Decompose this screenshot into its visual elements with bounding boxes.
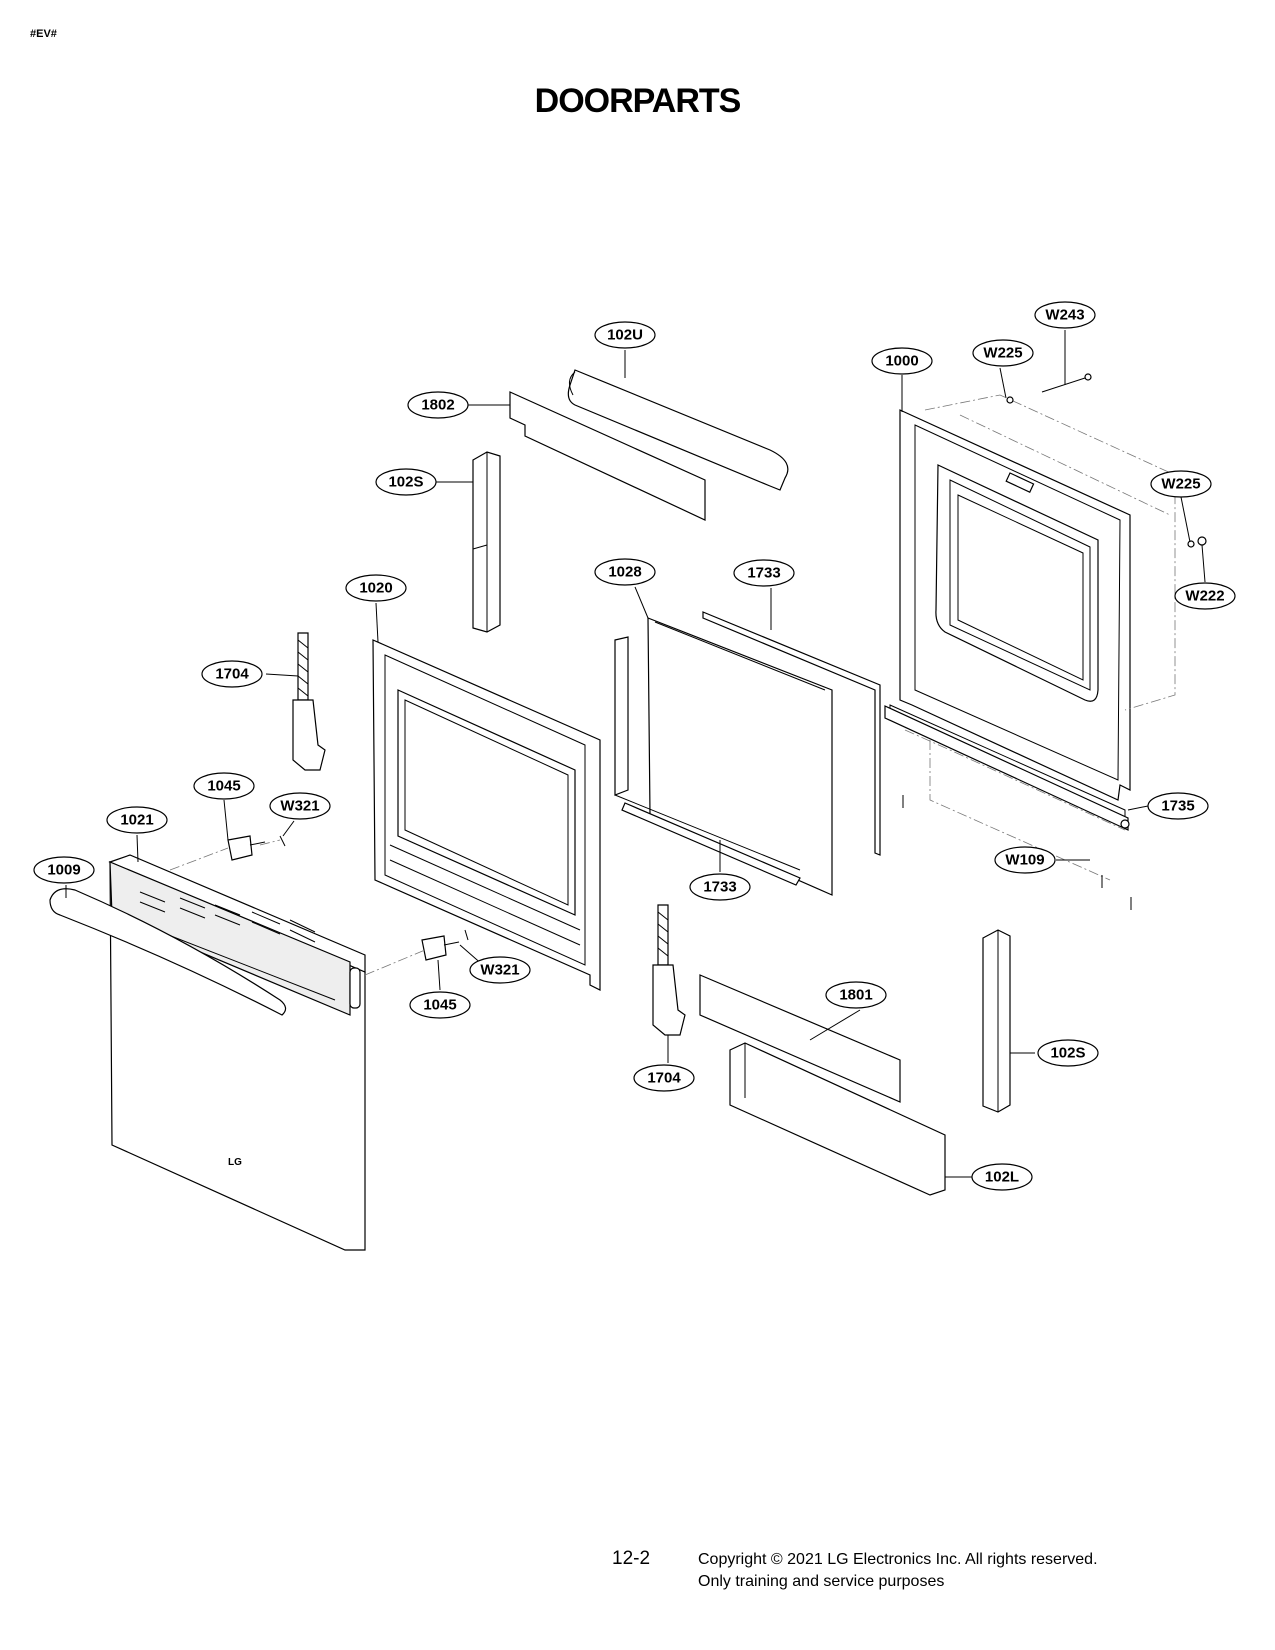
part-102L-bottom-trim — [729, 1042, 946, 1196]
callout-1009: 1009 — [33, 856, 95, 884]
svg-text:W109: W109 — [1005, 852, 1044, 869]
part-1733-gasket-bottom — [621, 802, 801, 886]
callout-1028: 1028 — [594, 558, 656, 586]
part-1735-bracket — [884, 705, 1130, 831]
callout-W321-top: W321 — [269, 792, 331, 820]
assembly-lines — [169, 839, 426, 976]
svg-text:102U: 102U — [607, 327, 643, 344]
part-W321-screw-bottom — [464, 929, 469, 941]
panel-logo: LG — [228, 1157, 242, 1168]
part-1000-inner-door — [889, 394, 1176, 881]
leader-lines — [65, 330, 1206, 1178]
svg-text:1735: 1735 — [1161, 798, 1194, 815]
svg-text:1733: 1733 — [747, 565, 780, 582]
part-1009-handle — [49, 888, 287, 1016]
callout-102L: 102L — [971, 1163, 1033, 1191]
callout-1704-bottom: 1704 — [633, 1064, 695, 1092]
svg-text:W225: W225 — [983, 345, 1022, 362]
svg-text:102S: 102S — [1050, 1045, 1085, 1062]
callout-1000: 1000 — [871, 347, 933, 375]
svg-text:1028: 1028 — [608, 564, 641, 581]
callout-1735: 1735 — [1147, 792, 1209, 820]
callout-1704-left: 1704 — [201, 660, 263, 688]
part-W321-screw-top — [279, 835, 286, 847]
svg-text:1733: 1733 — [703, 879, 736, 896]
part-102S-side-trim-right — [982, 929, 1011, 1113]
part-1028-glass-pane — [614, 617, 833, 896]
callout-W243: W243 — [1034, 301, 1096, 329]
svg-text:1802: 1802 — [421, 397, 454, 414]
part-W225-washer-top — [1006, 396, 1014, 404]
part-1021-outer-door-panel: LG — [108, 854, 366, 1251]
svg-text:1045: 1045 — [423, 997, 456, 1014]
page-title: DOORPARTS — [534, 82, 742, 120]
svg-text:102S: 102S — [388, 474, 423, 491]
callout-1045-top: 1045 — [193, 772, 255, 800]
part-1704-hinge-bottom — [652, 904, 686, 1036]
callout-102S-top: 102S — [375, 468, 437, 496]
svg-text:1801: 1801 — [839, 987, 872, 1004]
part-W225-washer-right — [1187, 540, 1195, 548]
part-1045-stopper-top — [227, 835, 266, 861]
svg-text:1704: 1704 — [647, 1070, 681, 1087]
document-tag: #EV# — [30, 28, 57, 40]
part-1704-hinge-left — [292, 632, 326, 771]
callout-1021: 1021 — [106, 806, 168, 834]
part-102S-side-trim-left — [472, 451, 501, 633]
svg-text:102L: 102L — [985, 1169, 1019, 1186]
part-W222-screw — [1197, 536, 1207, 546]
callout-102U: 102U — [594, 321, 656, 349]
page-number: 12-2 — [612, 1548, 651, 1569]
svg-text:W321: W321 — [280, 798, 319, 815]
part-W109-screw — [902, 795, 1132, 910]
callout-W321-bottom: W321 — [469, 956, 531, 984]
callout-1733-bottom: 1733 — [689, 873, 751, 901]
callout-W109: W109 — [994, 846, 1056, 874]
callout-1045-bottom: 1045 — [409, 991, 471, 1019]
callout-W222: W222 — [1174, 582, 1236, 610]
svg-text:W321: W321 — [480, 962, 519, 979]
svg-text:1020: 1020 — [359, 580, 392, 597]
callout-1733-top: 1733 — [733, 559, 795, 587]
part-1045-stopper-bottom — [421, 935, 460, 961]
callout-W225-top: W225 — [972, 339, 1034, 367]
part-102U-top-trim — [567, 369, 789, 491]
svg-text:1000: 1000 — [885, 353, 918, 370]
svg-text:1704: 1704 — [215, 666, 249, 683]
part-1801-insulation-bottom — [699, 974, 901, 1103]
callout-1802: 1802 — [407, 391, 469, 419]
svg-text:1045: 1045 — [207, 778, 240, 795]
callout-1020: 1020 — [345, 574, 407, 602]
svg-text:1009: 1009 — [47, 862, 80, 879]
callout-1801: 1801 — [825, 981, 887, 1009]
svg-text:1021: 1021 — [120, 812, 153, 829]
svg-text:W225: W225 — [1161, 476, 1200, 493]
svg-text:W243: W243 — [1045, 307, 1084, 324]
footer-text: Copyright © 2021 LG Electronics Inc. All… — [698, 1549, 1098, 1593]
callout-W225-right: W225 — [1150, 470, 1212, 498]
part-1020-door-frame — [372, 639, 601, 991]
copyright-line: Copyright © 2021 LG Electronics Inc. All… — [698, 1551, 1098, 1568]
part-1802-insulation — [509, 391, 706, 521]
callout-102S-right: 102S — [1037, 1039, 1099, 1067]
svg-text:W222: W222 — [1185, 588, 1224, 605]
part-W243-screw — [1041, 373, 1092, 393]
usage-note: Only training and service purposes — [698, 1573, 945, 1590]
part-1733-gasket-top — [702, 611, 881, 856]
